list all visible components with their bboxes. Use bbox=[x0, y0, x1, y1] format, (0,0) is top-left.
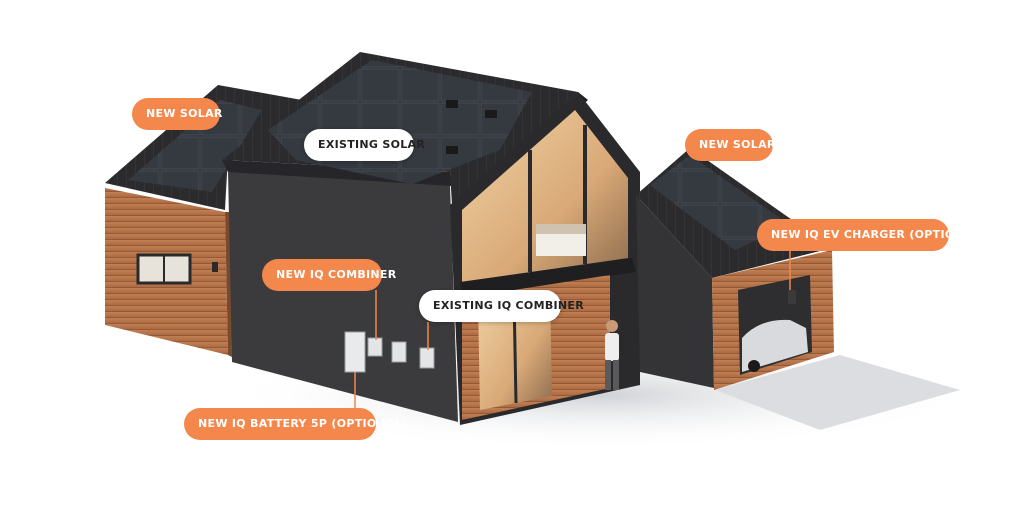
label-new-solar-left: NEW SOLAR bbox=[132, 98, 222, 130]
existing-iq-combiner-unit bbox=[419, 347, 435, 369]
bed bbox=[536, 232, 586, 256]
wall-light bbox=[212, 262, 218, 272]
label-existing-solar: EXISTING SOLAR bbox=[304, 129, 425, 161]
label-existing-iq-combiner: EXISTING IQ COMBINER bbox=[419, 290, 584, 322]
right-new-solar-panels bbox=[650, 155, 790, 250]
label-new-iq-battery: NEW IQ BATTERY 5P (OPTIONAL) bbox=[184, 408, 407, 440]
ev-charger-unit bbox=[788, 290, 796, 304]
ev-car bbox=[742, 319, 808, 372]
label-new-solar-right: NEW SOLAR bbox=[685, 129, 775, 161]
person-figure bbox=[605, 320, 619, 390]
left-new-solar-panels bbox=[128, 100, 262, 192]
floor-slab bbox=[460, 258, 636, 298]
iq-battery-unit bbox=[344, 331, 366, 373]
new-iq-combiner-unit bbox=[367, 337, 383, 357]
right-wing-side-wall bbox=[636, 195, 714, 388]
label-new-iq-ev-charger: NEW IQ EV CHARGER (OPTIONAL) bbox=[757, 219, 985, 251]
driveway bbox=[715, 355, 960, 430]
meter-unit bbox=[391, 341, 407, 363]
label-new-iq-combiner: NEW IQ COMBINER bbox=[262, 259, 396, 291]
